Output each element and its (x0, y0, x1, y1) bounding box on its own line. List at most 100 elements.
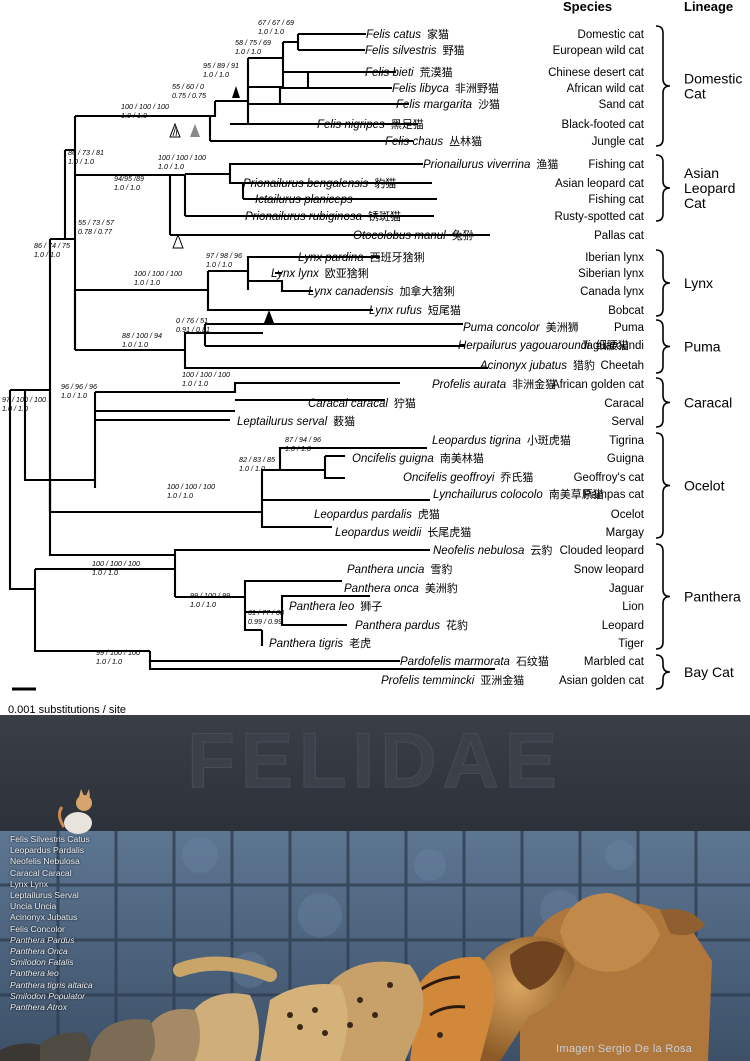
chinese-name: 加拿大猞猁 (399, 284, 454, 298)
common-name: Tigrina (609, 435, 644, 447)
scientific-name: Lynx pardina (298, 252, 364, 264)
lineage-column-header: Lineage (684, 0, 733, 14)
node-support-posterior: 1.0 / 1.0 (182, 379, 208, 388)
node-support-bootstrap: 55 / 60 / 0 (172, 82, 204, 91)
common-name: Domestic cat (578, 29, 645, 41)
chinese-name: 丛林猫 (449, 134, 482, 148)
illustration-species-item: Smilodon Populator (10, 990, 86, 1001)
common-name: Pallas cat (594, 230, 645, 242)
scientific-name: Felis margarita (396, 99, 472, 111)
chinese-name: 渔猫 (536, 158, 558, 171)
common-name: Black-footed cat (562, 119, 645, 131)
big-cats-lineup (0, 893, 712, 1061)
chinese-name: 亚洲金猫 (480, 673, 524, 687)
common-name: Jaguar (609, 583, 644, 595)
chinese-name: 南美草原猫 (549, 488, 604, 501)
lineage-brace (655, 25, 671, 147)
illustration-species-item: Leptailurus Serval (10, 890, 79, 901)
illustration-species-item: Panthera tigris altaica (10, 979, 93, 990)
lineage-brace (655, 654, 671, 690)
common-name: Serval (611, 416, 644, 428)
common-name: Asian golden cat (559, 675, 645, 687)
support-triangle-white (172, 233, 184, 249)
scientific-name: Acinonyx jubatus (479, 360, 567, 372)
chinese-name: 乔氏猫 (500, 471, 533, 484)
scientific-name: Oncifelis geoffroyi (403, 472, 495, 484)
common-name: Canada lynx (580, 286, 644, 298)
node-support-posterior: 0.91 / 0.81 (176, 325, 210, 334)
lineage-label: Asian (684, 165, 719, 181)
illustration-species-item: Uncia Uncia (10, 901, 57, 912)
common-name: Bobcat (608, 305, 645, 317)
node-support-bootstrap: 95 / 89 / 91 (203, 61, 239, 70)
tree-branches (8, 32, 495, 671)
lineage-label: Panthera (684, 589, 741, 605)
common-name: Snow leopard (574, 564, 644, 576)
node-support-posterior: 1.0 / 1.0 (158, 162, 184, 171)
image-credit: Imagen Sergio De la Rosa (556, 1043, 693, 1055)
chinese-name: 南美林猫 (440, 451, 484, 465)
chinese-name: 豹猫 (374, 177, 396, 190)
node-support-posterior: 1.0 / 1.0 (68, 157, 94, 166)
common-name: Rusty-spotted cat (555, 211, 645, 223)
scientific-name: Lynx rufus (369, 305, 422, 317)
chinese-name: 野猫 (443, 44, 465, 57)
node-support-posterior: 0.99 / 0.99 (248, 617, 282, 626)
node-support-bootstrap: 100 / 100 / 100 (134, 269, 182, 278)
common-name: Clouded leopard (560, 545, 644, 557)
lineage-brace (655, 432, 671, 539)
phylogenetic-tree: Species Lineage (2, 0, 742, 715)
common-name: Asian leopard cat (555, 178, 645, 190)
common-name: Tiger (618, 638, 644, 650)
scientific-name: Felis bieti (365, 67, 414, 79)
common-name: Ocelot (611, 509, 645, 521)
node-support-posterior: 1.0 / 1.0 (134, 278, 160, 287)
node-support-posterior: 1.0 / 1.0 (96, 657, 122, 666)
scientific-name: Felis nigripes (317, 119, 385, 131)
node-support-bootstrap: 97 / 100 / 100 (2, 395, 46, 404)
illustration-species-item: Acinonyx Jubatus (10, 912, 78, 923)
lineage-label: Cat (684, 195, 706, 211)
lineage-brace (655, 377, 671, 428)
node-support-bootstrap: 97 / 98 / 96 (206, 251, 242, 260)
common-name: Leopard (602, 620, 644, 632)
chinese-name: 花豹 (446, 619, 468, 632)
common-name: African golden cat (552, 379, 645, 391)
lineage-label: Puma (684, 339, 721, 355)
scientific-name: Felis silvestris (365, 45, 437, 57)
scientific-name: Ictailurus planiceps (255, 194, 353, 206)
node-support-posterior: 1.0 / 1.0 (285, 444, 311, 453)
scientific-name: Panthera onca (344, 583, 419, 595)
species-label: Felis chaus 丛林猫 (385, 134, 482, 148)
node-support-posterior: 1.0 / 1.0 (122, 340, 148, 349)
node-support-bootstrap: 100 / 100 / 100 (158, 153, 206, 162)
scientific-name: Felis chaus (385, 136, 443, 148)
felidae-illustration-art: FELIDAE (0, 715, 750, 1061)
scientific-name: Panthera tigris (269, 638, 343, 650)
chinese-name: 虎猫 (418, 508, 440, 521)
species-label: Oncifelis geoffroyi 乔氏猫 (403, 471, 533, 484)
chinese-name: 美洲狮 (546, 321, 579, 334)
common-name: Jungle cat (592, 136, 645, 148)
node-support-posterior: 1.0 / 1.0 (235, 47, 261, 56)
scientific-name: Leopardus weidii (335, 527, 422, 539)
